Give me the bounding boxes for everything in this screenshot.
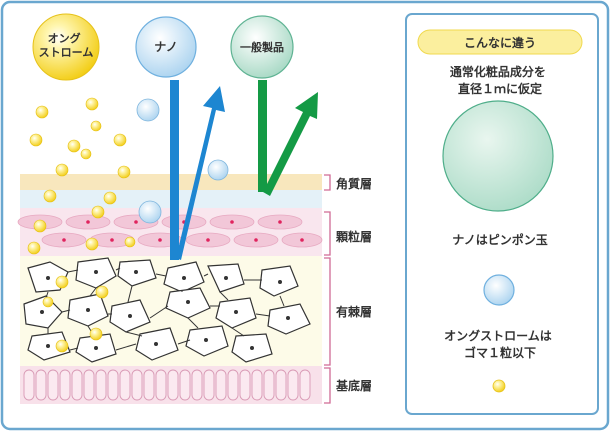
spinous-layer	[20, 256, 322, 366]
angstrom-caption-line2: ゴマ１粒以下	[464, 345, 536, 360]
general-label: 一般製品	[240, 40, 284, 54]
angstrom-particles	[27, 97, 136, 353]
nano-caption: ナノはピンポン玉	[452, 232, 547, 247]
angstrom-particle-icon: オング ストローム	[32, 13, 100, 81]
general-product-particle-icon: 一般製品	[230, 15, 294, 79]
nano-reflect-arrow	[176, 86, 225, 260]
angstrom-label-line2: ストローム	[39, 46, 94, 59]
nano-scale-circle	[483, 274, 515, 306]
angstrom-scale-dot	[492, 379, 506, 393]
general-reflect-arrow	[263, 92, 318, 196]
comparison-title: こんなに違う	[464, 35, 536, 50]
svg-text:オング ストローム: オング ストローム	[39, 31, 94, 59]
general-scale-circle	[442, 100, 554, 212]
nano-label: ナノ	[154, 40, 177, 54]
layer-brackets	[324, 174, 331, 404]
angstrom-label-line1: オング	[48, 31, 81, 45]
stratum-corneum-label: 角質層	[336, 176, 372, 191]
general-down-arrow-shaft	[258, 80, 267, 192]
granular-layer	[17, 208, 323, 256]
assumption-line1: 通常化粧品成分を	[450, 64, 546, 79]
nano-particles	[136, 98, 229, 224]
basal-layer	[20, 366, 322, 404]
svg-text:オングストロームは ゴマ１粒以下: オングストロームは ゴマ１粒以下	[444, 328, 556, 360]
spinous-layer-label: 有棘層	[336, 304, 372, 319]
granular-layer-label: 顆粒層	[336, 229, 372, 244]
svg-text:通常化粧品成分を 直径１ｍに仮定: 通常化粧品成分を 直径１ｍに仮定	[450, 64, 550, 96]
nano-penetration-arrows	[170, 80, 225, 260]
basal-layer-label: 基底層	[335, 378, 372, 393]
general-reflect-arrows	[258, 80, 318, 196]
angstrom-caption-line1: オングストロームは	[444, 328, 552, 343]
assumption-line2: 直径１ｍに仮定	[458, 81, 542, 96]
nano-down-arrow-shaft	[170, 80, 179, 260]
comparison-title-badge	[417, 29, 583, 55]
comparison-panel: こんなに違う 通常化粧品成分を 直径１ｍに仮定 ナノはピンポン玉 オングストロー…	[405, 13, 599, 415]
nano-particle-icon: ナノ	[135, 16, 197, 78]
